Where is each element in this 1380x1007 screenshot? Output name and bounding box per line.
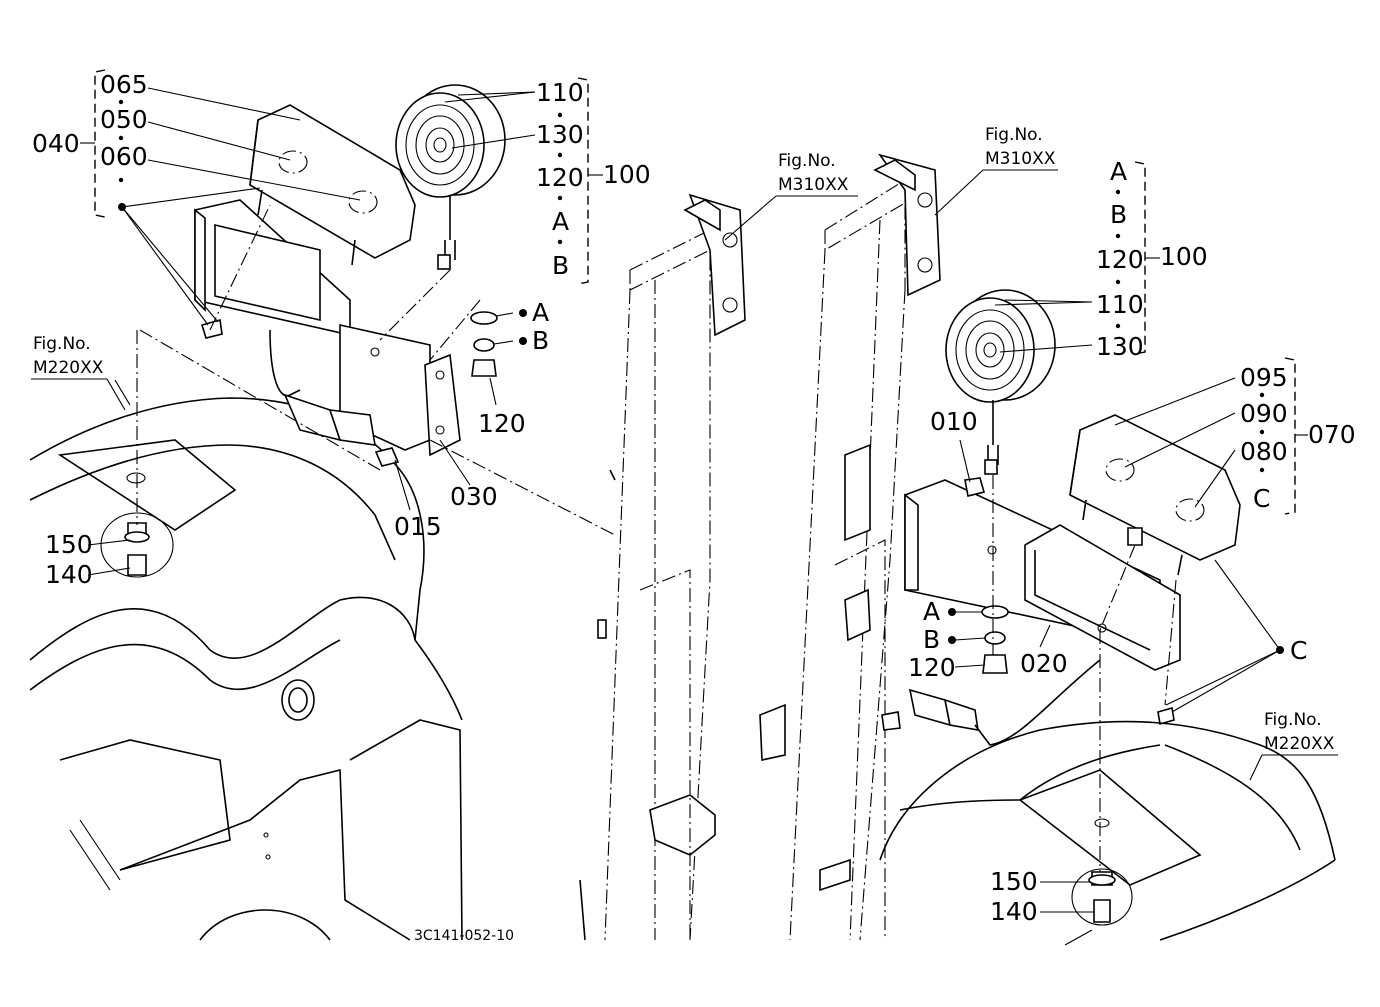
group-brackets: [80, 69, 1308, 515]
label-150-left: 150: [45, 530, 93, 559]
label-A-right-group: A: [1110, 157, 1127, 186]
label-060: 060: [100, 142, 148, 171]
label-130-left: 130: [536, 120, 584, 149]
label-110-right: 110: [1096, 290, 1144, 319]
fig-ref-4: Fig.No. M220XX: [1249, 710, 1338, 781]
left-hardware: [100, 311, 498, 578]
right-bracket-020: [904, 479, 1181, 671]
label-A-left: A: [532, 298, 549, 327]
left-leaders: [87, 87, 616, 576]
label-C-right: C: [1290, 636, 1307, 665]
left-side-lamp-housing: [249, 104, 416, 266]
label-015: 015: [394, 512, 442, 541]
label-120-left-group: 120: [536, 163, 584, 192]
right-side-lamp-housing: [1069, 414, 1241, 576]
label-050: 050: [100, 105, 148, 134]
label-B-left: B: [532, 326, 549, 355]
label-150-right: 150: [990, 867, 1038, 896]
label-070: 070: [1308, 420, 1356, 449]
part-labels: 065 050 060 040 110 130 120 100 A B A B …: [32, 70, 1356, 944]
label-110-left: 110: [536, 78, 584, 107]
label-080: 080: [1240, 437, 1288, 466]
right-fender: [879, 720, 1336, 941]
fig-num-4: M220XX: [1264, 734, 1335, 754]
left-bracket-030: [194, 199, 461, 457]
label-100-right: 100: [1160, 242, 1208, 271]
label-A-right: A: [923, 597, 940, 626]
rops-left-pillar: [579, 193, 746, 941]
fig-label-2: Fig.No.: [985, 125, 1043, 145]
label-C-right-group: C: [1253, 484, 1270, 513]
fig-label-3: Fig.No.: [33, 334, 91, 354]
label-B-right: B: [923, 625, 940, 654]
fig-label-1: Fig.No.: [778, 151, 836, 171]
left-fender: [29, 397, 463, 941]
left-flasher-lamp: [395, 84, 506, 270]
fig-label-4: Fig.No.: [1264, 710, 1322, 730]
label-040: 040: [32, 129, 80, 158]
fig-num-1: M310XX: [778, 175, 849, 195]
fig-ref-3: Fig.No. M220XX: [31, 334, 126, 411]
label-010: 010: [930, 407, 978, 436]
rops-right-pillar: [759, 153, 941, 941]
label-020: 020: [1020, 649, 1068, 678]
label-030: 030: [450, 482, 498, 511]
label-B-left-group: B: [552, 251, 569, 280]
right-leaders: [954, 299, 1281, 946]
right-hardware: [881, 477, 1175, 926]
right-flasher-lamp: [945, 289, 1056, 475]
label-140-right: 140: [990, 897, 1038, 926]
fig-num-2: M310XX: [985, 149, 1056, 169]
label-090: 090: [1240, 399, 1288, 428]
label-A-left-group: A: [552, 207, 569, 236]
label-120-right: 120: [908, 653, 956, 682]
drawing-code: 3C141-052-10: [414, 928, 514, 944]
label-095: 095: [1240, 363, 1288, 392]
label-120-right-group: 120: [1096, 245, 1144, 274]
label-140-left: 140: [45, 560, 93, 589]
label-120-left: 120: [478, 409, 526, 438]
label-B-right-group: B: [1110, 200, 1127, 229]
fig-ref-2: Fig.No. M310XX: [934, 125, 1058, 216]
label-130-right: 130: [1096, 332, 1144, 361]
label-065: 065: [100, 70, 148, 99]
separator-dots: [118, 99, 1284, 654]
label-100-left: 100: [603, 160, 651, 189]
fig-ref-1: Fig.No. M310XX: [724, 151, 858, 241]
fig-num-3: M220XX: [33, 358, 104, 378]
